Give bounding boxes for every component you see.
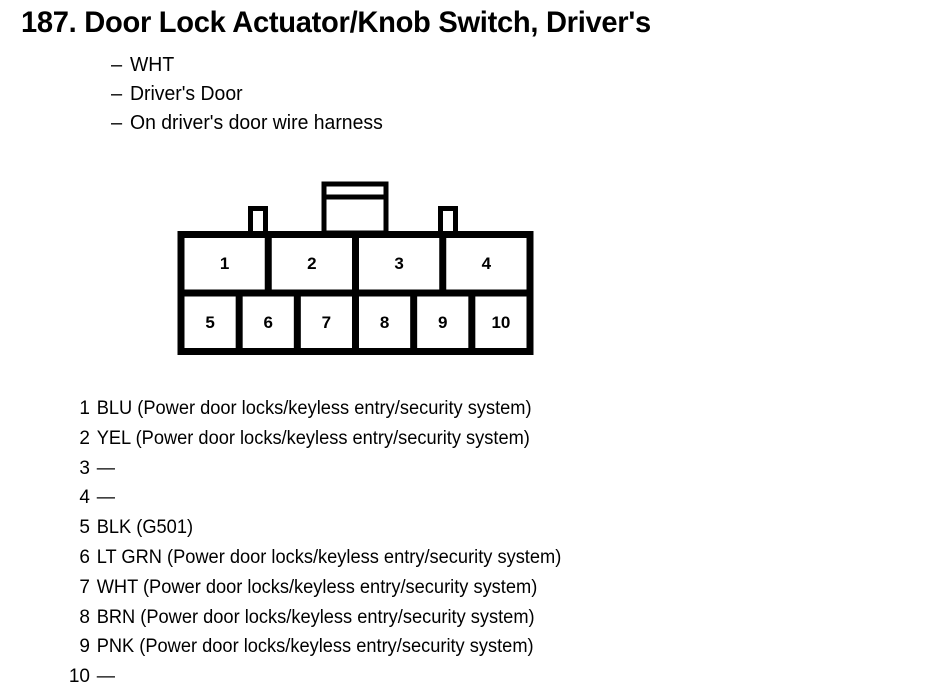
- right-alignment-tab: [438, 206, 458, 236]
- legend-row: 2 YEL (Power door locks/keyless entry/se…: [54, 428, 854, 458]
- legend-pin-description: —: [96, 487, 115, 509]
- legend-pin-description: PNK (Power door locks/keyless entry/secu…: [96, 636, 534, 658]
- subtitle-item-wire-color: – WHT: [111, 54, 711, 83]
- center-latch-tab: [321, 181, 389, 236]
- pin-cell-8: 8: [380, 313, 389, 332]
- left-alignment-tab: [248, 206, 268, 236]
- subtitle-list: – WHT – Driver's Door – On driver's door…: [111, 54, 711, 141]
- legend-row: 3 —: [54, 458, 854, 488]
- pin-cell-6: 6: [264, 313, 273, 332]
- pin-cell-1: 1: [220, 254, 229, 273]
- legend-pin-description: —: [96, 457, 115, 479]
- legend-row: 10 —: [54, 666, 854, 696]
- connector-diagram: 1 2 3 4 5 6 7 8 9 10: [170, 176, 550, 361]
- legend-row: 8 BRN (Power door locks/keyless entry/se…: [54, 607, 854, 637]
- pin-cell-5: 5: [205, 313, 214, 332]
- legend-row: 9 PNK (Power door locks/keyless entry/se…: [54, 636, 854, 666]
- page-title: 187. Door Lock Actuator/Knob Switch, Dri…: [21, 6, 651, 39]
- subtitle-text: On driver's door wire harness: [130, 112, 383, 134]
- pin-cell-7: 7: [322, 313, 331, 332]
- pin-cell-4: 4: [482, 254, 492, 273]
- legend-pin-description: YEL (Power door locks/keyless entry/secu…: [96, 427, 530, 449]
- legend-pin-description: —: [96, 666, 115, 688]
- dash-bullet-icon: –: [111, 83, 123, 105]
- legend-pin-number: 1: [79, 398, 90, 419]
- legend-pin-description: BLK (G501): [96, 517, 194, 539]
- dash-bullet-icon: –: [111, 112, 123, 134]
- pin-cell-10: 10: [491, 313, 510, 332]
- legend-row: 5 BLK (G501): [54, 517, 854, 547]
- legend-pin-number: 7: [79, 576, 90, 598]
- legend-pin-number: 3: [79, 457, 90, 479]
- legend-row: 6 LT GRN (Power door locks/keyless entry…: [54, 547, 854, 577]
- subtitle-item-harness: – On driver's door wire harness: [111, 112, 711, 141]
- legend-pin-description: BLU (Power door locks/keyless entry/secu…: [96, 398, 532, 419]
- pin-legend-list: 1 BLU (Power door locks/keyless entry/se…: [54, 398, 854, 696]
- subtitle-text: Driver's Door: [130, 83, 243, 105]
- legend-pin-number: 10: [68, 666, 90, 688]
- legend-pin-number: 6: [79, 546, 90, 568]
- legend-pin-number: 5: [79, 517, 90, 539]
- pin-cell-3: 3: [394, 254, 403, 273]
- dash-bullet-icon: –: [111, 54, 123, 76]
- legend-pin-description: BRN (Power door locks/keyless entry/secu…: [96, 606, 535, 628]
- legend-row: 7 WHT (Power door locks/keyless entry/se…: [54, 577, 854, 607]
- legend-row: 4 —: [54, 487, 854, 517]
- legend-pin-number: 9: [79, 636, 90, 658]
- legend-pin-description: WHT (Power door locks/keyless entry/secu…: [96, 576, 538, 598]
- pin-cell-9: 9: [438, 313, 447, 332]
- legend-pin-number: 2: [79, 427, 90, 449]
- legend-pin-number: 8: [79, 606, 90, 628]
- legend-row: 1 BLU (Power door locks/keyless entry/se…: [54, 398, 854, 428]
- pin-cell-2: 2: [307, 254, 316, 273]
- subtitle-item-location: – Driver's Door: [111, 83, 711, 112]
- legend-pin-number: 4: [79, 487, 90, 509]
- legend-pin-description: LT GRN (Power door locks/keyless entry/s…: [96, 546, 562, 568]
- subtitle-text: WHT: [130, 54, 175, 76]
